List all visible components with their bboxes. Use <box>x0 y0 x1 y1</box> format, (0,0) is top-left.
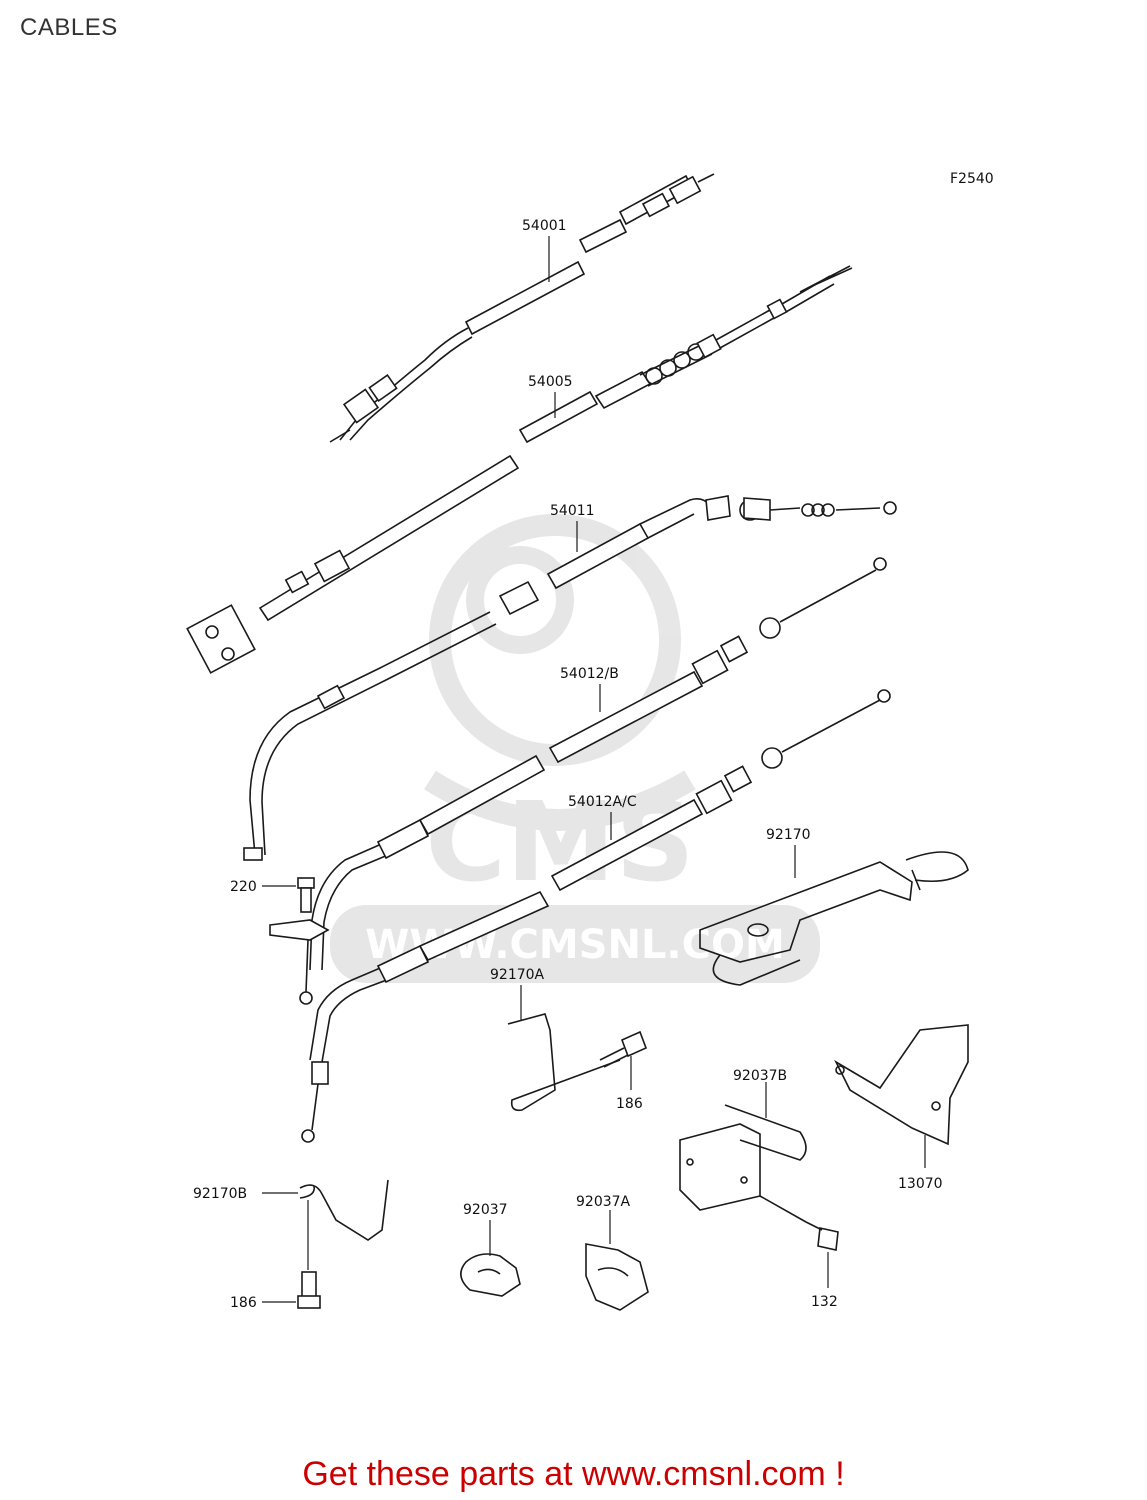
part-label-92037a: 92037A <box>576 1194 631 1210</box>
part-label-92170b: 92170B <box>193 1186 247 1202</box>
part-label-54012b: 54012/B <box>560 666 619 682</box>
bracket-92037b <box>679 1104 807 1211</box>
watermark: WWW.CMSNL.COM CMS <box>330 514 820 983</box>
part-label-92170a: 92170A <box>490 967 545 983</box>
bracket-92170b <box>299 1179 389 1241</box>
part-label-13070: 13070 <box>898 1176 943 1192</box>
clutch-cable-54005 <box>186 265 853 674</box>
bracket-92170a <box>507 1013 621 1112</box>
clamp-92037a <box>585 1243 649 1311</box>
part-label-92037b: 92037B <box>733 1068 787 1084</box>
plate-13070 <box>834 1024 969 1146</box>
throttle-cable-54012ac <box>301 689 891 1143</box>
bolt-186-lower <box>297 1271 321 1309</box>
screw-220 <box>297 877 315 913</box>
bolt-186-upper <box>599 1030 648 1068</box>
part-label-92037: 92037 <box>463 1202 508 1218</box>
page-title: CABLES <box>20 14 118 41</box>
part-label-92170: 92170 <box>766 827 811 843</box>
part-label-220: 220 <box>230 879 257 895</box>
part-label-132: 132 <box>811 1294 838 1310</box>
part-label-54005: 54005 <box>528 374 573 390</box>
part-label-186-lower: 186 <box>230 1295 257 1311</box>
throttle-cable-54012b <box>269 557 887 1005</box>
speedometer-cable-54001 <box>329 173 715 443</box>
clamp-92037 <box>460 1253 521 1297</box>
bolt-132 <box>759 1195 839 1251</box>
part-label-54001: 54001 <box>522 218 567 234</box>
part-label-54012ac: 54012A/C <box>568 794 637 810</box>
figure-ref-code: F2540 <box>950 171 994 187</box>
part-label-186-upper: 186 <box>616 1096 643 1112</box>
choke-cable-54011 <box>243 495 897 861</box>
bracket-92170 <box>699 851 969 986</box>
part-label-54011: 54011 <box>550 503 595 519</box>
footer-promo-text[interactable]: Get these parts at www.cmsnl.com ! <box>302 1455 845 1493</box>
